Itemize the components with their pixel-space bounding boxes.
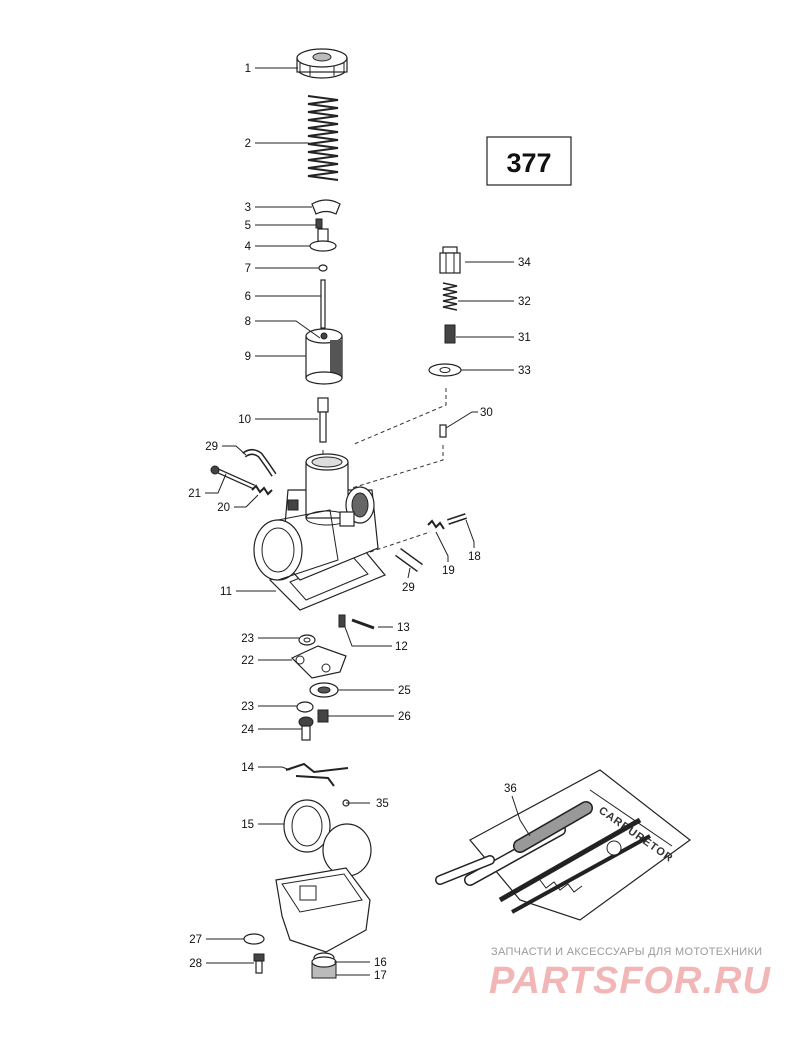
callout-33: 33 <box>518 365 531 377</box>
leader-lines <box>205 67 531 976</box>
part-6-needle <box>320 279 326 329</box>
part-21-screw <box>210 465 256 490</box>
part-19-spring <box>427 519 445 530</box>
callout-20: 20 <box>217 502 230 514</box>
callout-23-upper: 23 <box>241 633 254 645</box>
part-29-tube-lower <box>395 547 423 573</box>
callout-19: 19 <box>442 565 455 577</box>
callout-3: 3 <box>245 202 251 214</box>
callout-10: 10 <box>238 414 251 426</box>
callout-21: 21 <box>188 488 201 500</box>
callout-18: 18 <box>468 551 481 563</box>
callout-2: 2 <box>245 138 251 150</box>
part-14-float-arm <box>285 762 349 787</box>
part-1-cap <box>296 48 348 79</box>
part-25-seat <box>309 682 339 698</box>
callout-13: 13 <box>397 622 410 634</box>
callout-27: 27 <box>189 934 202 946</box>
callout-34: 34 <box>518 257 531 269</box>
part-11-carburetor-body <box>253 453 386 611</box>
part-float-bowl <box>275 867 371 953</box>
part-15-float-right <box>322 823 372 877</box>
part-34-adjuster <box>439 246 461 274</box>
part-36-tool-kit: CARBURETOR <box>435 769 691 921</box>
callout-29-upper: 29 <box>205 441 218 453</box>
part-7-ring <box>318 264 328 272</box>
part-12-jet <box>338 614 346 628</box>
part-26-valve <box>317 709 329 723</box>
part-27-clip <box>243 933 265 945</box>
callout-12: 12 <box>395 641 408 653</box>
part-29-tube-upper <box>242 449 277 477</box>
part-5-pin <box>315 218 323 229</box>
callout-28: 28 <box>189 958 202 970</box>
callout-1: 1 <box>245 63 251 75</box>
callout-17: 17 <box>374 970 387 982</box>
callout-23-lower: 23 <box>241 701 254 713</box>
callout-25: 25 <box>398 685 411 697</box>
part-33-washer <box>428 363 462 377</box>
part-22-gasket <box>290 645 347 679</box>
part-4-holder <box>309 228 337 252</box>
part-9-slide <box>305 328 343 385</box>
watermark: ЗАПЧАСТИ И АКСЕССУАРЫ ДЛЯ МОТОТЕХНИКИ PA… <box>489 946 771 1002</box>
callout-32: 32 <box>518 296 531 308</box>
page-number: 377 <box>506 148 551 178</box>
callout-30: 30 <box>480 407 493 419</box>
part-23-washer-lower <box>296 701 314 713</box>
callout-22: 22 <box>241 655 254 667</box>
part-3-clip <box>311 199 341 215</box>
part-13-pin <box>351 618 375 630</box>
callout-31: 31 <box>518 332 531 344</box>
part-24-needle-valve <box>298 716 314 741</box>
callout-15: 15 <box>241 819 254 831</box>
callout-8: 8 <box>245 316 251 328</box>
callout-7: 7 <box>245 263 251 275</box>
part-17-plug <box>311 956 337 979</box>
callout-5: 5 <box>245 220 251 232</box>
part-15-float <box>283 799 331 853</box>
callout-9: 9 <box>245 351 251 363</box>
callout-24: 24 <box>241 724 254 736</box>
callout-6: 6 <box>245 291 251 303</box>
callout-16: 16 <box>374 957 387 969</box>
callout-11: 11 <box>220 586 232 598</box>
callout-14: 14 <box>241 762 254 774</box>
callout-4: 4 <box>245 241 252 253</box>
page-number-box: 377 <box>486 136 572 186</box>
part-30-jet <box>439 424 447 438</box>
part-18-screw <box>447 513 467 525</box>
watermark-logo: PARTSFOR.RU <box>489 960 771 1002</box>
callout-35: 35 <box>376 798 389 810</box>
watermark-tagline: ЗАПЧАСТИ И АКСЕССУАРЫ ДЛЯ МОТОТЕХНИКИ <box>491 946 762 958</box>
part-32-spring <box>442 282 458 311</box>
part-20-spring <box>251 484 273 496</box>
part-28-screw <box>253 953 265 974</box>
callout-29-lower: 29 <box>402 582 415 594</box>
callout-labels: 1 2 3 5 4 7 6 8 9 10 29 21 20 11 23 22 2… <box>188 63 531 982</box>
part-31-plunger <box>444 324 456 344</box>
part-23-washer-upper <box>298 634 316 646</box>
callout-26: 26 <box>398 711 411 723</box>
callout-36: 36 <box>504 783 517 795</box>
part-10-jet <box>317 397 329 443</box>
part-2-spring <box>307 95 339 181</box>
